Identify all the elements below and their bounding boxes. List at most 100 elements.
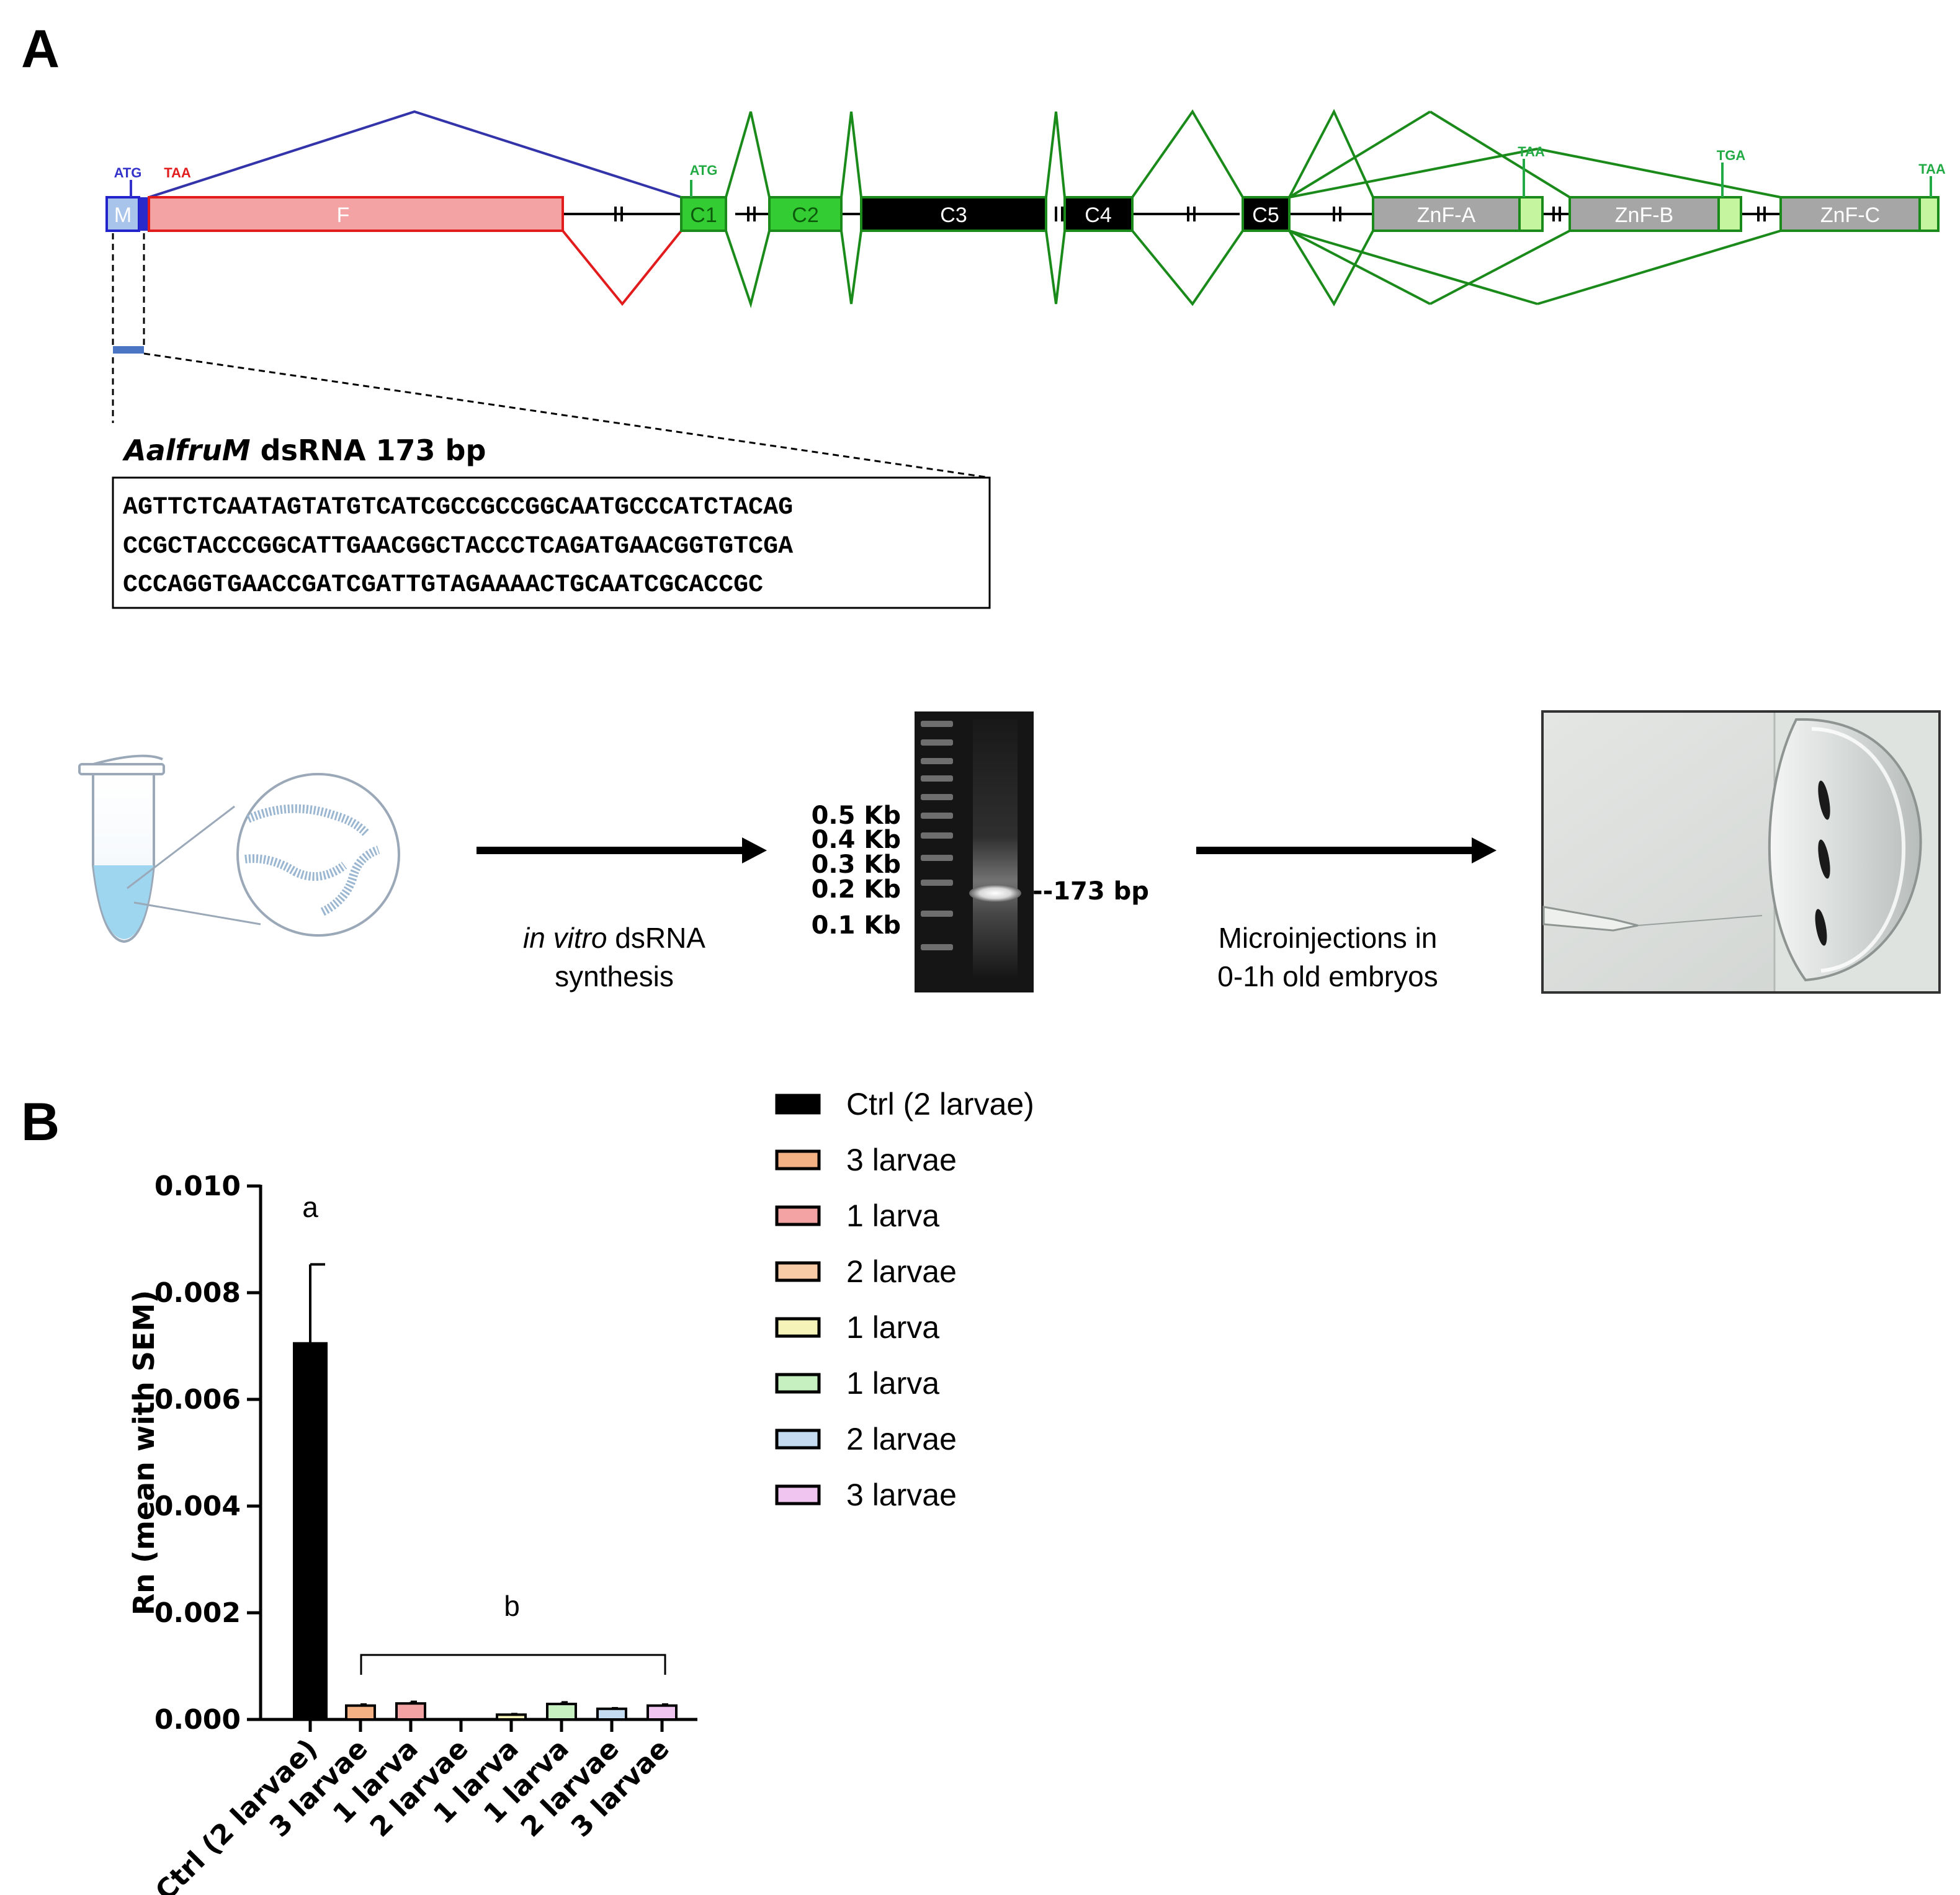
y-tick-label: 0.010 (154, 1170, 241, 1202)
codon-atg-m: ATG (114, 165, 142, 181)
svg-text:C5: C5 (1252, 203, 1279, 227)
gene-model: M F C1 C2 C3 C4 C5 ZnF-A (105, 109, 1946, 479)
legend-swatch (775, 1094, 821, 1115)
y-tick-label: 0.004 (154, 1491, 241, 1522)
legend-label: 1 larva (846, 1366, 939, 1401)
legend-label: 1 larva (846, 1310, 939, 1345)
y-tick-label: 0.002 (154, 1597, 241, 1629)
legend-label: 2 larvae (846, 1422, 957, 1456)
svg-text:C3: C3 (940, 203, 967, 227)
codon-markers: ATG TAA ATG TAA TGA TAA (114, 144, 1946, 197)
gel-image (915, 711, 1034, 992)
gel-marker-01: 0.1 Kb (812, 911, 901, 940)
arrow-synthesis (477, 837, 767, 863)
svg-text:C4: C4 (1085, 203, 1111, 227)
embryo-rows (1815, 780, 1830, 946)
legend-label: 2 larvae (846, 1254, 957, 1289)
sequence-line-2: CCGCTACCCGGCATTGAACGGCTACCCTCAGATGAACGGT… (123, 533, 793, 561)
legend-swatch (775, 1429, 821, 1450)
embryo-photo (1541, 710, 1941, 994)
common-splice-lines (725, 109, 1781, 309)
dsrna-strands (244, 804, 380, 916)
gel-marker-05: 0.5 Kb (812, 801, 901, 830)
y-tick-label: 0.000 (154, 1704, 241, 1736)
exon-znf-c: ZnF-C (1779, 196, 1940, 232)
svg-text:ZnF-C: ZnF-C (1820, 203, 1880, 227)
sequence-box (112, 476, 991, 609)
bar (546, 1703, 577, 1721)
ladder-bands (921, 721, 953, 950)
codon-taa-znf-a: TAA (1518, 144, 1545, 159)
bar-chart: Rn (mean with SEM) 0.0000.0020.0040.0060… (127, 1170, 697, 1895)
y-tick-label: 0.008 (154, 1277, 241, 1309)
bars (293, 1263, 678, 1721)
exon-c5: C5 (1242, 196, 1291, 232)
legend-swatch (775, 1484, 821, 1505)
exon-m: M (105, 196, 149, 232)
bar (345, 1704, 376, 1721)
dsrna-magnifier (236, 773, 400, 937)
codon-atg-c1: ATG (690, 163, 718, 178)
codon-tga-znf-b: TGA (1717, 148, 1746, 163)
step-injection-label-2: 0-1h old embryos (1217, 960, 1438, 992)
legend-swatch (775, 1373, 821, 1394)
legend-swatch (775, 1261, 821, 1282)
dsrna-sequence-panel: AalfruM dsRNA 173 bp AGTTCTCAATAGTATGTCA… (112, 434, 991, 609)
legend-swatch (775, 1205, 821, 1226)
legend-swatch (775, 1317, 821, 1338)
gel-marker-02: 0.2 Kb (812, 875, 901, 904)
codon-taa-znf-c: TAA (1918, 161, 1946, 177)
exon-znf-b: ZnF-B (1568, 196, 1742, 232)
y-ticks: 0.000 0.002 0.004 0.006 0.008 0.010 (154, 1170, 261, 1736)
step-synthesis-label-2: synthesis (555, 960, 674, 992)
dsrna-band (969, 885, 1021, 902)
injection-needle (1542, 906, 1639, 932)
legend-label: 3 larvae (846, 1478, 957, 1512)
significance-bracket (360, 1654, 666, 1675)
bar (496, 1713, 527, 1721)
bar (395, 1702, 426, 1721)
legend-label: Ctrl (2 larvae) (846, 1087, 1034, 1121)
svg-text:C1: C1 (690, 203, 717, 227)
sequence-line-3: CCCAGGTGAACCGATCGATTGTAGAAAACTGCAATCGCAC… (123, 571, 763, 599)
y-tick-label: 0.006 (154, 1384, 241, 1416)
step-synthesis-label: in vitro dsRNA (523, 922, 705, 954)
svg-text:ZnF-B: ZnF-B (1615, 203, 1673, 227)
bar (293, 1342, 328, 1721)
svg-text:F: F (337, 203, 350, 227)
tube-illustration (78, 754, 400, 943)
bar (596, 1707, 627, 1721)
exon-c2: C2 (768, 196, 843, 232)
legend-swatch (775, 1149, 821, 1170)
dsrna-title: AalfruM dsRNA 173 bp (122, 434, 486, 467)
exon-f: F (148, 196, 564, 232)
gel-marker-03: 0.3 Kb (812, 850, 901, 879)
exon-c3: C3 (860, 196, 1047, 232)
svg-text:C2: C2 (792, 203, 818, 227)
intron-break-marks (614, 207, 1766, 221)
band-size-label: --173 bp (1032, 877, 1149, 906)
svg-text:M: M (114, 203, 132, 227)
gel-marker-04: 0.4 Kb (812, 826, 901, 854)
female-splice-line (562, 230, 682, 306)
legend-label: 3 larvae (846, 1143, 957, 1177)
y-axis-label: Rn (mean with SEM) (127, 1290, 161, 1616)
panel-b-label: B (21, 1092, 60, 1152)
exon-c1: C1 (680, 196, 727, 232)
svg-text:ZnF-A: ZnF-A (1417, 203, 1476, 227)
male-splice-line (148, 110, 682, 198)
sequence-line-1: AGTTCTCAATAGTATGTCATCGCCGCCGGCAATGCCCATC… (123, 494, 793, 522)
bar (647, 1704, 678, 1721)
panel-a-label: A (21, 19, 60, 79)
codon-taa-f: TAA (164, 165, 191, 181)
exon-znf-a: ZnF-A (1372, 196, 1544, 232)
exon-c4: C4 (1063, 196, 1134, 232)
arrow-microinjection (1196, 837, 1497, 863)
legend-label: 1 larva (846, 1198, 939, 1233)
dsrna-region-marker (112, 233, 990, 479)
significance-b: b (504, 1590, 520, 1622)
significance-a: a (302, 1191, 318, 1223)
legend: Ctrl (2 larvae) 3 larvae 1 larva 2 larvae 1 … (775, 1087, 1034, 1512)
